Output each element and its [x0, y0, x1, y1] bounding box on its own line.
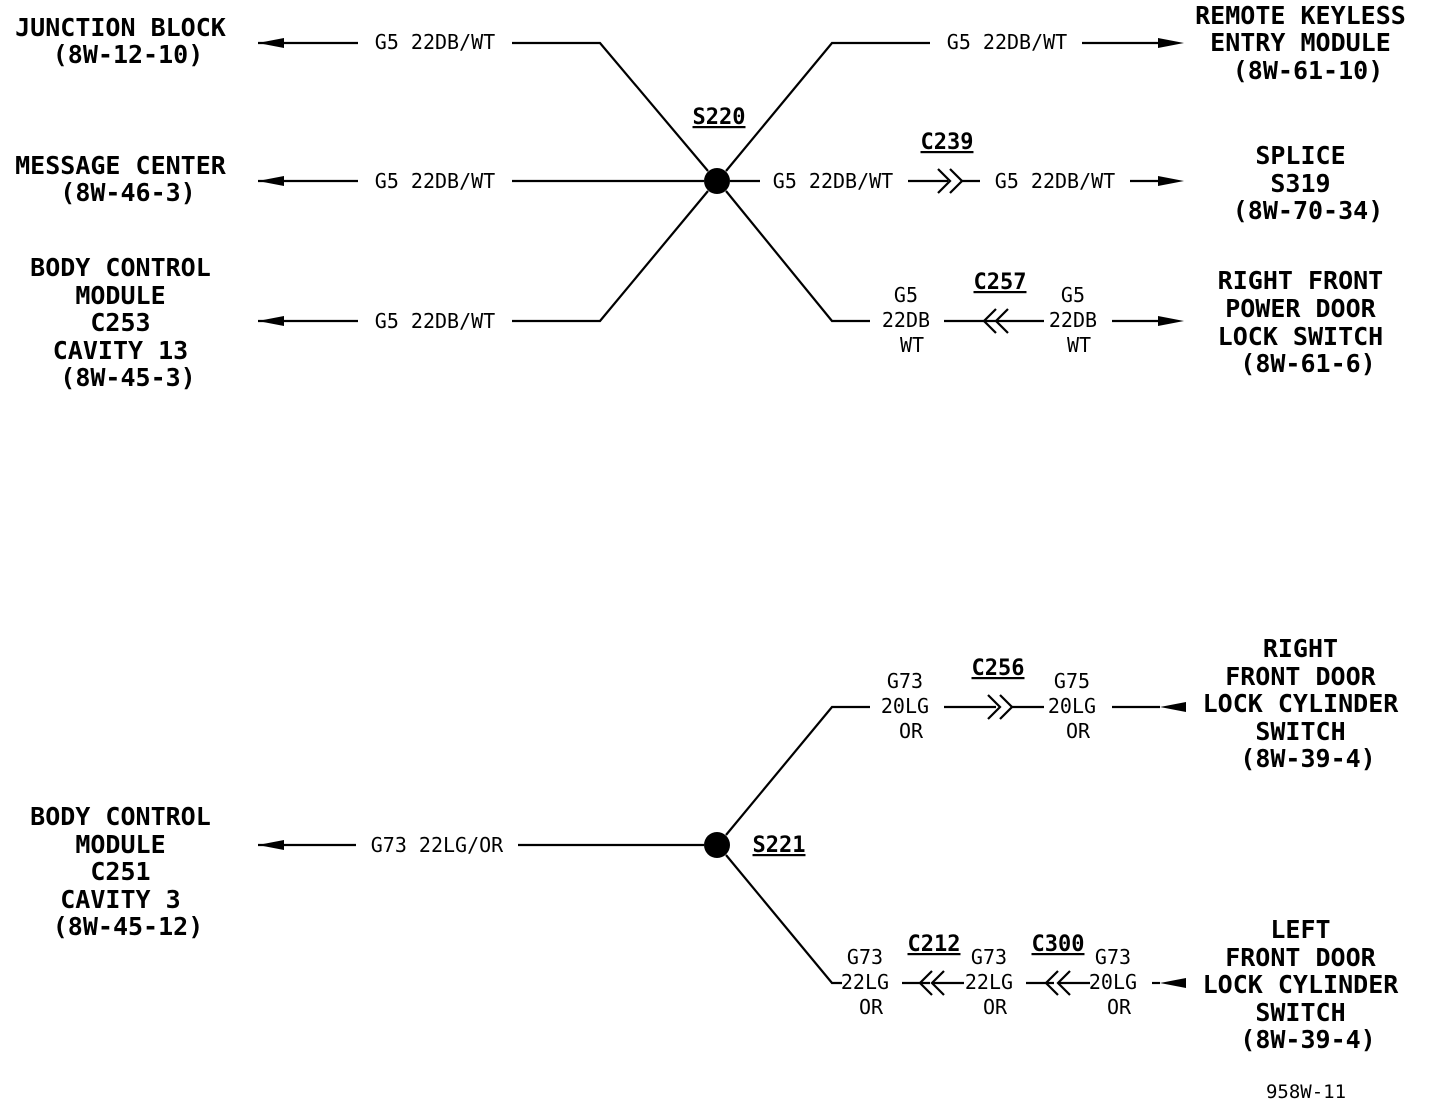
wire-label: G5 22DB/WT	[773, 169, 893, 193]
wire-label: G73 20LG OR	[881, 669, 941, 743]
splice-s220-dot	[704, 168, 730, 194]
rf-lock-cylinder-switch-label: RIGHT FRONT DOOR LOCK CYLINDER SWITCH (8…	[1203, 634, 1414, 773]
wire-label: G75 20LG OR	[1048, 669, 1108, 743]
bcm-c253-label: BODY CONTROL MODULE C253 CAVITY 13 (8W-4…	[30, 253, 226, 392]
wire-label: G73 22LG OR	[965, 945, 1025, 1019]
connector-c256-label: C256	[972, 656, 1025, 681]
wire-label: G5 22DB/WT	[375, 309, 495, 333]
circuit-s220: JUNCTION BLOCK (8W-12-10) MESSAGE CENTER…	[15, 1, 1421, 392]
figure-id: 958W-11	[1266, 1081, 1346, 1103]
wire-to-lf-lock-cylinder-switch: G73 22LG OR C212 G73 22LG OR C300 G73 20…	[725, 854, 1186, 1019]
bcm-c251-label: BODY CONTROL MODULE C251 CAVITY 3 (8W-45…	[30, 802, 226, 941]
wire-label: G5 22DB WT	[1049, 283, 1109, 357]
wire-to-splice-s319: G5 22DB/WT C239 G5 22DB/WT	[730, 130, 1184, 194]
splice-s319-label: SPLICE S319 (8W-70-34)	[1233, 141, 1384, 225]
wire-label: G5 22DB/WT	[375, 169, 495, 193]
wire-label: G5 22DB/WT	[947, 30, 1067, 54]
arrow-left-icon	[1160, 702, 1186, 712]
arrow-left-icon	[1160, 978, 1186, 988]
splice-s221-dot	[704, 832, 730, 858]
wire-to-rf-power-door-lock-switch: G5 22DB WT C257 G5 22DB WT	[725, 190, 1184, 357]
connector-c212-label: C212	[908, 932, 961, 957]
message-center-label: MESSAGE CENTER (8W-46-3)	[15, 151, 241, 207]
wire-label: G73 22LG/OR	[371, 833, 504, 857]
lf-lock-cylinder-switch-label: LEFT FRONT DOOR LOCK CYLINDER SWITCH (8W…	[1203, 915, 1414, 1054]
wire-to-bcm-c253: G5 22DB/WT	[258, 190, 709, 333]
connector-c239-label: C239	[921, 130, 974, 155]
splice-s220-label: S220	[693, 105, 746, 130]
wire-to-bcm-c251: G73 22LG/OR	[258, 833, 704, 857]
arrow-right-icon	[1158, 176, 1184, 186]
wire-label: G73 20LG OR	[1089, 945, 1149, 1019]
wire-to-junction-block: G5 22DB/WT	[258, 30, 709, 172]
remote-keyless-entry-label: REMOTE KEYLESS ENTRY MODULE (8W-61-10)	[1195, 1, 1421, 85]
wire-to-rf-lock-cylinder-switch: G73 20LG OR C256 G75 20LG OR	[725, 656, 1186, 836]
connector-c257-symbol	[982, 308, 1009, 334]
rf-power-door-lock-switch-label: RIGHT FRONT POWER DOOR LOCK SWITCH (8W-6…	[1218, 266, 1399, 378]
wire-label: G5 22DB/WT	[375, 30, 495, 54]
wire-label: G5 22DB WT	[882, 283, 942, 357]
arrow-right-icon	[1158, 316, 1184, 326]
wire-to-remote-keyless-entry: G5 22DB/WT	[725, 30, 1184, 172]
wire-to-message-center: G5 22DB/WT	[258, 169, 704, 193]
wire-label: G5 22DB/WT	[995, 169, 1115, 193]
circuit-s221: BODY CONTROL MODULE C251 CAVITY 3 (8W-45…	[30, 634, 1414, 1054]
connector-c257-label: C257	[974, 270, 1027, 295]
arrow-right-icon	[1158, 38, 1184, 48]
junction-block-label: JUNCTION BLOCK (8W-12-10)	[15, 13, 241, 69]
wire-label: G73 22LG OR	[841, 945, 901, 1019]
splice-s221-label: S221	[753, 833, 806, 858]
connector-c300-label: C300	[1032, 932, 1085, 957]
